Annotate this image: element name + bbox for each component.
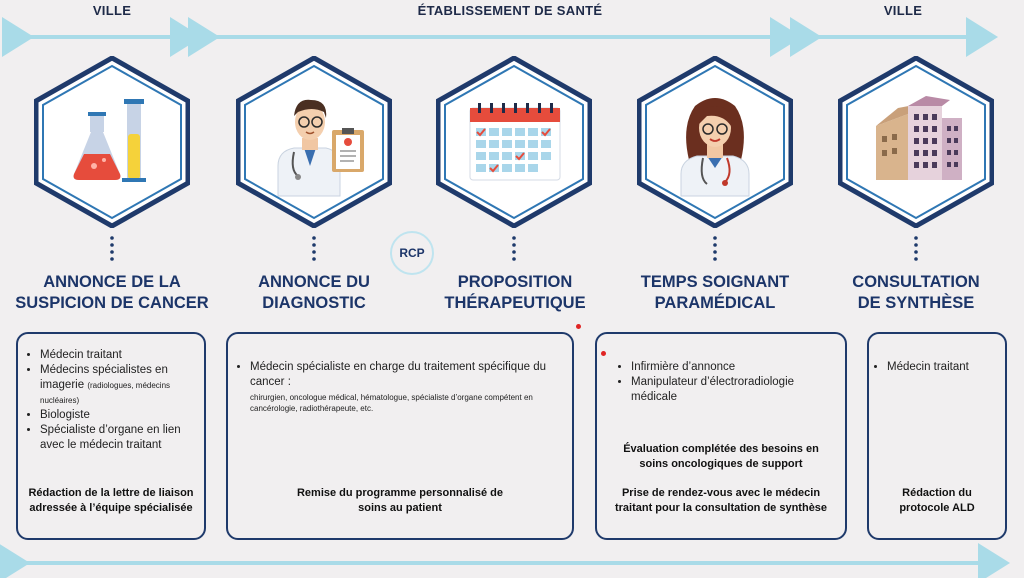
card-note: Remise du programme personnalisé de soin… [296,487,503,514]
card-step-5: Médecin traitant Rédaction du protocole … [867,332,1007,540]
hexagon-step-3 [436,56,592,228]
dotted-connector-2 [312,236,316,261]
zone-label-ville-right: VILLE [883,3,923,18]
dotted-connector-4 [713,236,717,261]
red-dot-marker [576,324,581,329]
rcp-badge: RCP [390,231,434,275]
list-item: Médecin traitant [887,360,1005,375]
card-note: Rédaction du protocole ALD [899,487,975,514]
hexagon-step-1 [34,56,190,228]
hexagon-step-5 [838,56,994,228]
dotted-connector-1 [110,236,114,261]
buildings-icon [876,96,962,180]
list-item: Spécialiste d’organe en lien avec le méd… [40,423,204,453]
card-note: Rédaction de la lettre de liaison adress… [28,487,194,514]
list-item: Médecin spécialiste en charge du traitem… [250,360,552,414]
card-step-1: Médecin traitant Médecins spécialistes e… [16,332,206,540]
list-item: Infirmière d’annonce [631,360,835,375]
calendar-icon [469,103,561,181]
hexagon-step-4 [637,56,793,228]
zone-label-etablissement: ÉTABLISSEMENT DE SANTÉ [417,3,603,18]
hexagon-step-2 [236,56,392,228]
card-step-2: Médecin spécialiste en charge du traitem… [226,332,574,540]
dotted-connector-5 [914,236,918,261]
list-item: Manipulateur d’électroradiologie médical… [631,375,835,405]
list-item: Médecins spécialistes en imagerie (radio… [40,363,204,408]
list-item: Biologiste [40,408,204,423]
doctor-icon [277,99,364,197]
red-dot-marker [601,351,606,356]
zone-label-ville-left: VILLE [92,3,132,18]
nurse-icon [680,98,750,197]
lab-flasks-icon [73,99,146,182]
card-note-1: Évaluation complétée des besoins en soin… [623,443,819,470]
card-note-2: Prise de rendez-vous avec le médecin tra… [614,487,828,514]
card-step-4: Infirmière d’annonce Manipulateur d’élec… [595,332,847,540]
dotted-connector-3 [512,236,516,261]
list-item: Médecin traitant [40,348,204,363]
